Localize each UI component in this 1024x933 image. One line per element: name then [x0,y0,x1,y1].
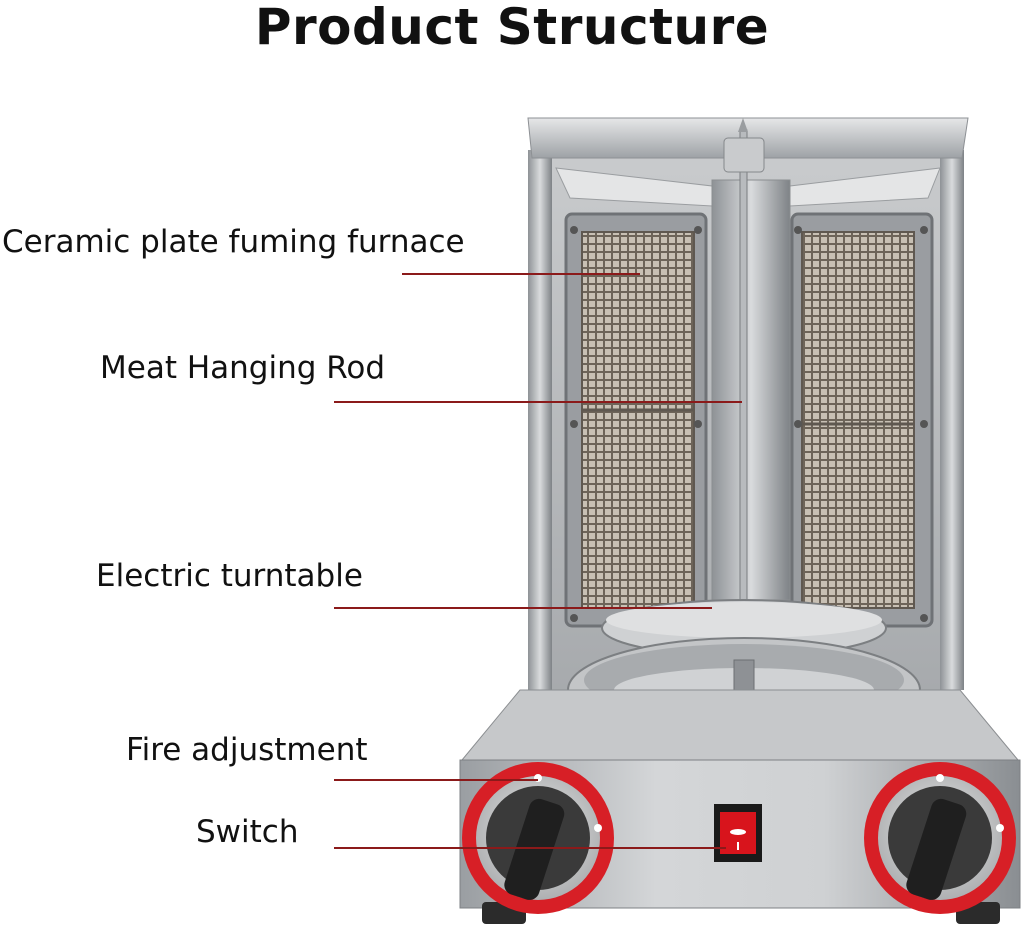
power-switch [714,804,762,862]
left-side-frame [528,150,552,690]
label-meat-hanging-rod: Meat Hanging Rod [100,350,386,386]
base-top [460,689,1020,761]
right-ceramic-plate [801,231,915,609]
label-fire-adjustment: Fire adjustment [126,732,368,768]
label-ceramic-plate-furnace: Ceramic plate fuming furnace [2,224,465,260]
right-side-frame [940,150,964,690]
left-fire-knob [462,762,614,914]
right-fire-knob [864,762,1016,914]
label-electric-turntable: Electric turntable [96,558,363,594]
diagram-title: Product Structure [254,0,770,56]
label-switch: Switch [196,814,299,850]
left-ceramic-plate [581,231,695,609]
center-column [711,179,791,601]
